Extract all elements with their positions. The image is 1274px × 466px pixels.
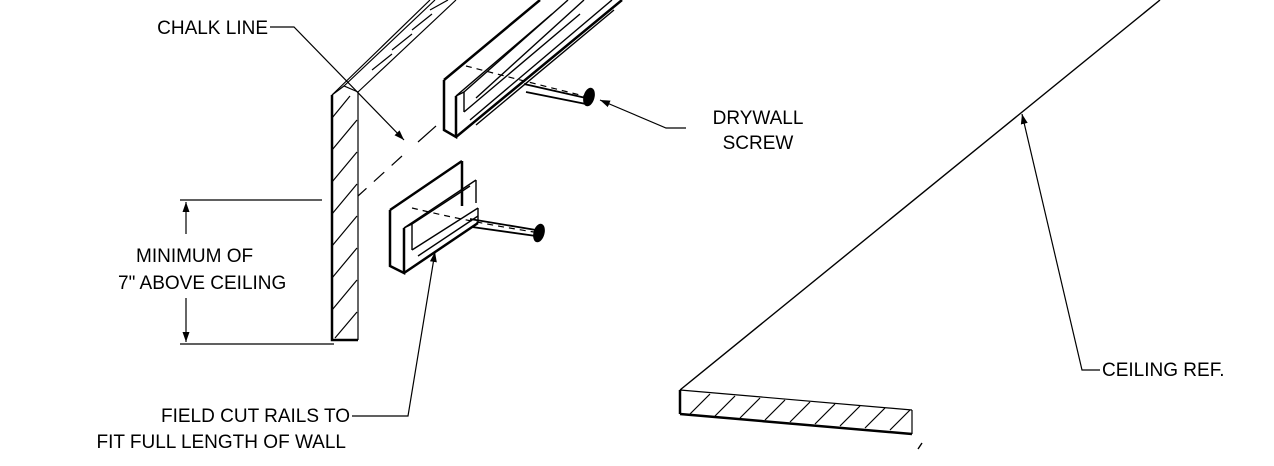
drywall-screw-label-line1: DRYWALL: [713, 108, 804, 129]
lower-screw: [411, 207, 545, 243]
wall-top-hatch: [371, 0, 449, 71]
minimum-label-line2: 7" ABOVE CEILING: [118, 273, 286, 294]
chalk-line-label: CHALK LINE: [157, 18, 268, 39]
upper-screw: [465, 65, 595, 107]
lower-rail: [388, 159, 479, 276]
field-cut-label-line1: FIELD CUT RAILS TO: [161, 406, 350, 427]
leader-ceiling-ref: [1020, 113, 1100, 371]
field-cut-label-line2: FIT FULL LENGTH OF WALL: [96, 432, 346, 453]
leader-chalk-line: [270, 26, 405, 141]
leader-field-cut: [352, 251, 437, 417]
chalk-line: [357, 125, 437, 197]
dimension-minimum: [180, 199, 334, 345]
wall-top-face: [331, 0, 457, 96]
ceiling-hatch: [689, 393, 911, 431]
leader-drywall-screw: [599, 99, 686, 129]
upper-rail: [442, 0, 623, 140]
wall-section: [330, 85, 359, 342]
ceiling-ref-label: CEILING REF.: [1102, 360, 1224, 381]
wall-hatch: [331, 95, 358, 339]
drywall-screw-label-line2: SCREW: [723, 133, 794, 154]
minimum-label-line1: MINIMUM OF: [136, 246, 253, 267]
ceiling-plane: [678, 0, 1161, 450]
